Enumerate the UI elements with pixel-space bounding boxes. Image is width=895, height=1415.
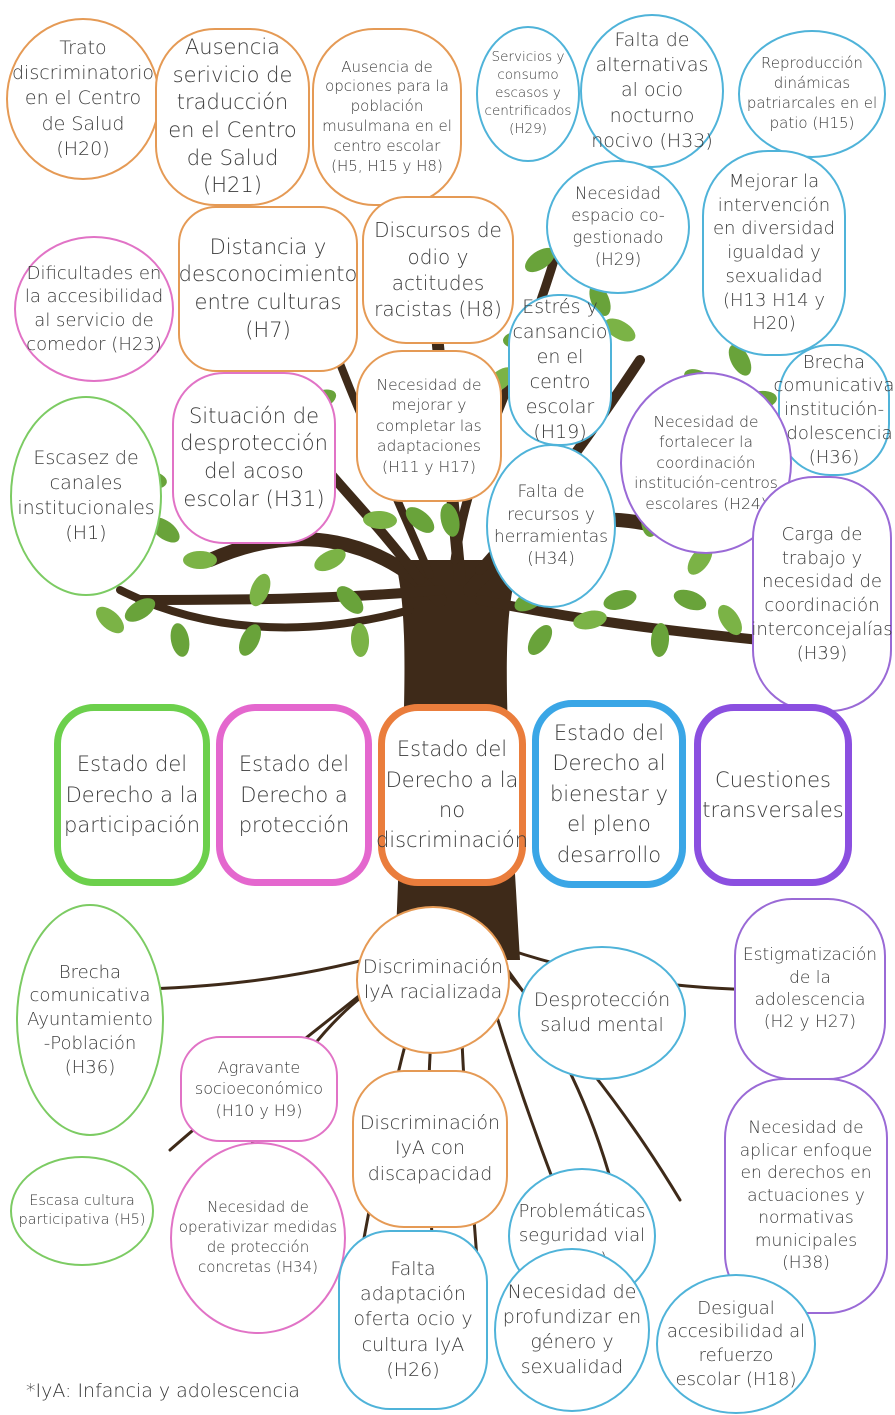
tree-leaf [650, 623, 670, 657]
tree-leaf [350, 623, 370, 657]
category-bienestar: Estado del Derecho al bienestar y el ple… [532, 700, 686, 888]
node-carga-trabajo: Carga de trabajo y necesidad de coordina… [751, 476, 893, 712]
node-ausencia-traduccion: Ausencia serivicio de traducción en el C… [155, 28, 310, 206]
node-servicios-consumo: Servicios y consumo escasos y centrifica… [476, 26, 580, 162]
tree-leaf [239, 624, 261, 656]
tree-leaf [525, 247, 555, 273]
node-accesibilidad-comedor: Dificultades en la accesibilidad al serv… [14, 236, 174, 382]
node-oferta-ocio: Falta adaptación oferta ocio y cultura I… [338, 1230, 488, 1410]
node-estigmatizacion: Estigmatización de la adolescencia (H2 y… [734, 898, 886, 1080]
node-acoso-escolar: Situación de desprotección del acoso esc… [172, 372, 336, 544]
tree-leaf [573, 610, 607, 630]
node-agravante-socioeconomico: Agravante socioeconómico (H10 y H9) [180, 1036, 338, 1142]
node-intervencion-diversidad: Mejorar la intervención en diversidad ig… [702, 150, 846, 356]
tree-branch [135, 585, 445, 605]
tree-leaf [440, 503, 460, 537]
tree-leaf [718, 604, 742, 636]
node-ausencia-opciones-musulmana: Ausencia de opciones para la población m… [312, 28, 462, 206]
node-genero-sexualidad: Necesidad de profundizar en género y sex… [494, 1248, 650, 1412]
node-brecha-ayuntamiento: Brecha comunicativa Ayuntamiento -Poblac… [16, 904, 164, 1136]
node-espacio-cogestionado: Necesidad espacio co-gestionado (H29) [546, 160, 690, 294]
category-proteccion: Estado del Derecho a protección [216, 704, 372, 886]
node-distancia-culturas: Distancia y desconocimiento entre cultur… [178, 206, 358, 372]
tree-leaf [170, 623, 190, 657]
node-falta-ocio-nocturno: Falta de alternativas al ocio nocturno n… [580, 14, 724, 168]
tree-leaf [249, 573, 271, 607]
node-falta-recursos: Falta de recursos y herramientas (H34) [486, 444, 616, 608]
tree-leaf [314, 548, 346, 572]
tree-leaf [336, 586, 364, 614]
node-refuerzo-escolar: Desigual accesibilidad al refuerzo escol… [656, 1274, 816, 1414]
node-medidas-proteccion: Necesidad de operativizar medidas de pro… [170, 1142, 346, 1334]
tree-leaf [363, 510, 397, 530]
tree-leaf [604, 318, 636, 342]
node-salud-mental: Desprotección salud mental [518, 946, 686, 1080]
node-trato-discriminatorio: Trato discriminatorio en el Centro de Sa… [6, 18, 160, 180]
tree-leaf [673, 589, 707, 611]
node-dinamicas-patriarcales: Reproducción dinámicas patriarcales en e… [738, 30, 886, 158]
footnote: *IyA: Infancia y adolescencia [26, 1380, 300, 1402]
tree-leaf [183, 551, 217, 569]
tree-leaf [527, 625, 553, 655]
node-escasa-cultura: Escasa cultura participativa (H5) [10, 1156, 154, 1266]
node-adaptaciones: Necesidad de mejorar y completar las ada… [356, 350, 502, 502]
node-brecha-institucion: Brecha comunicativa institución-adolesce… [774, 344, 894, 476]
node-discriminacion-racializada: Discriminación IyA racializada [356, 906, 510, 1054]
tree-leaf [96, 606, 124, 634]
tree-leaf [603, 590, 637, 610]
node-estres-cansancio: Estrés y cansancio en el centro escolar … [508, 294, 612, 446]
tree-leaf [405, 507, 435, 533]
node-discriminacion-discapacidad: Discriminación IyA con discapacidad [352, 1070, 508, 1228]
node-discursos-odio: Discursos de odio y actitudes racistas (… [362, 196, 514, 344]
node-escasez-canales: Escasez de canales institucionales (H1) [10, 396, 162, 596]
category-no-discriminacion: Estado del Derecho a la no discriminació… [376, 704, 528, 886]
tree-leaf [124, 598, 156, 622]
node-enfoque-derechos: Necesidad de aplicar enfoque en derechos… [724, 1078, 888, 1314]
category-participacion: Estado del Derecho a la participación [54, 704, 210, 886]
category-transversales: Cuestiones transversales [694, 704, 852, 886]
node-coordinacion-centros: Necesidad de fortalecer la coordinación … [620, 372, 792, 554]
